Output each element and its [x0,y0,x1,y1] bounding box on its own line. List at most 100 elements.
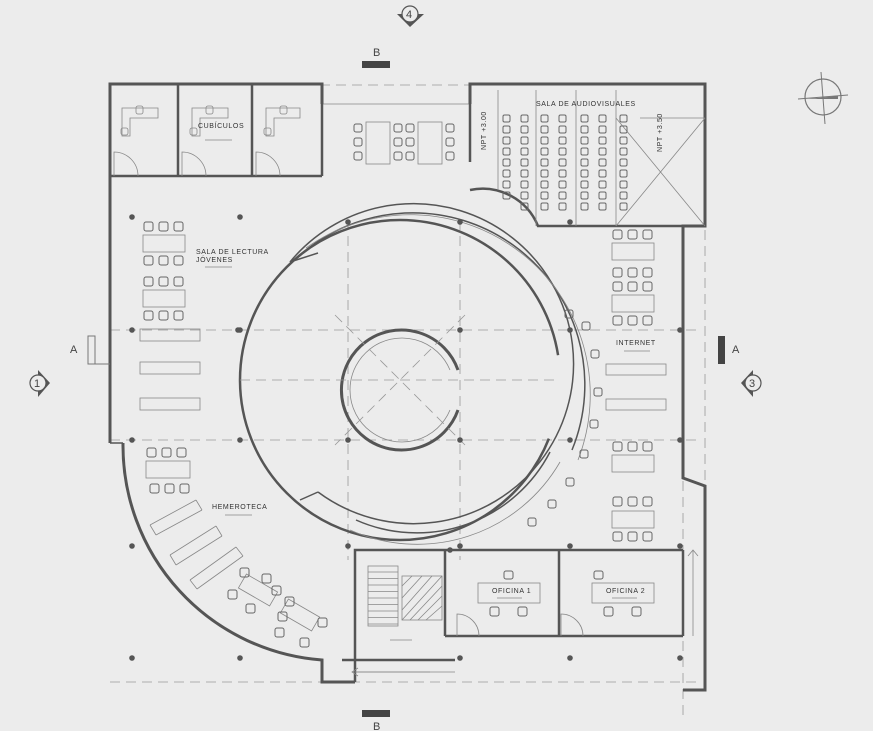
audience-seat [520,147,529,156]
audience-seat [520,202,529,211]
audience-seat [502,125,511,134]
audience-seat [502,158,511,167]
column [677,655,683,661]
internet-label: INTERNET [616,340,656,347]
column [129,214,135,220]
audience-seat [619,191,628,200]
audience-seat [580,180,589,189]
column [237,655,243,661]
audience-seat [540,169,549,178]
audience-seat [502,180,511,189]
column [345,437,351,443]
audience-seat [540,114,549,123]
audience-seat [520,180,529,189]
column [677,543,683,549]
audience-seat [540,180,549,189]
audience-seat [540,147,549,156]
oficina1-label: OFICINA 1 [492,588,531,595]
audience-seat [580,202,589,211]
audience-seat [558,147,567,156]
audience-seat [580,136,589,145]
audience-seat [598,125,607,134]
axis-4-label: 4 [406,9,412,21]
axis-4-bubble: 4 [397,5,424,27]
column [457,219,463,225]
column [567,327,573,333]
lectura-label-2: JÓVENES [196,255,233,264]
audience-seat [580,125,589,134]
audience-seat [502,191,511,200]
audiovisuales-label: SALA DE AUDIOVISUALES [536,101,636,108]
audience-seat [540,158,549,167]
column [345,543,351,549]
column [567,655,573,661]
audience-seat [619,202,628,211]
cubicles-area: CUBÍCULOS [110,84,324,178]
oficina2-label: OFICINA 2 [606,588,645,595]
audience-seat [619,180,628,189]
audience-seat [598,114,607,123]
column [457,437,463,443]
audience-seat [540,191,549,200]
sala-lectura: SALA DE LECTURA JÓVENES [139,221,269,411]
audience-seat [619,125,628,134]
audience-seat [502,114,511,123]
audiovisual-room: SALA DE AUDIOVISUALES NPT +3.00 NPT +3.5… [468,84,706,228]
offices-block: OFICINA 1 OFICINA 2 [342,548,699,682]
audience-seat [619,136,628,145]
internet-area: INTERNET [527,229,667,542]
top-study-tables [353,121,455,165]
column [129,327,135,333]
audience-seat [598,158,607,167]
audience-seat [580,114,589,123]
column [567,219,573,225]
audience-seat [580,158,589,167]
npt-right-label: NPT +3.50 [657,113,664,152]
audience-seat [520,136,529,145]
hemeroteca: HEMEROTECA [145,447,328,648]
section-markers: B B A A [70,47,740,731]
central-rotunda [238,202,591,545]
column [457,327,463,333]
audience-seat [520,158,529,167]
column [567,437,573,443]
audience-seat [598,169,607,178]
audience-seat [558,136,567,145]
audience-seat [558,125,567,134]
hemeroteca-label: HEMEROTECA [212,504,267,511]
audiovisual-seats [502,114,628,211]
audience-seat [598,180,607,189]
column [129,437,135,443]
audience-seat [598,147,607,156]
axis-3-label: 3 [749,378,755,390]
section-b-top-label: B [373,47,380,59]
audience-seat [580,191,589,200]
audience-seat [580,169,589,178]
audience-seat [520,114,529,123]
audience-seat [558,114,567,123]
audience-seat [598,202,607,211]
audience-seat [619,158,628,167]
audience-seat [502,136,511,145]
audience-seat [619,147,628,156]
lectura-label-1: SALA DE LECTURA [196,249,269,256]
axis-markers: 4 1 3 [29,5,762,397]
audience-seat [540,136,549,145]
audience-seat [619,169,628,178]
audience-seat [540,125,549,134]
axis-3-bubble: 3 [741,370,762,397]
audience-seat [558,158,567,167]
column [447,547,453,553]
section-a-left-label: A [70,344,78,356]
cubiculos-label: CUBÍCULOS [198,121,244,130]
audience-seat [520,125,529,134]
section-a-left-marker [87,335,96,365]
audience-seat [502,169,511,178]
audience-seat [558,191,567,200]
section-b-bottom-marker [362,710,390,717]
north-arrow-icon [797,71,849,125]
audience-seat [558,180,567,189]
audience-seat [580,147,589,156]
audience-seat [558,202,567,211]
